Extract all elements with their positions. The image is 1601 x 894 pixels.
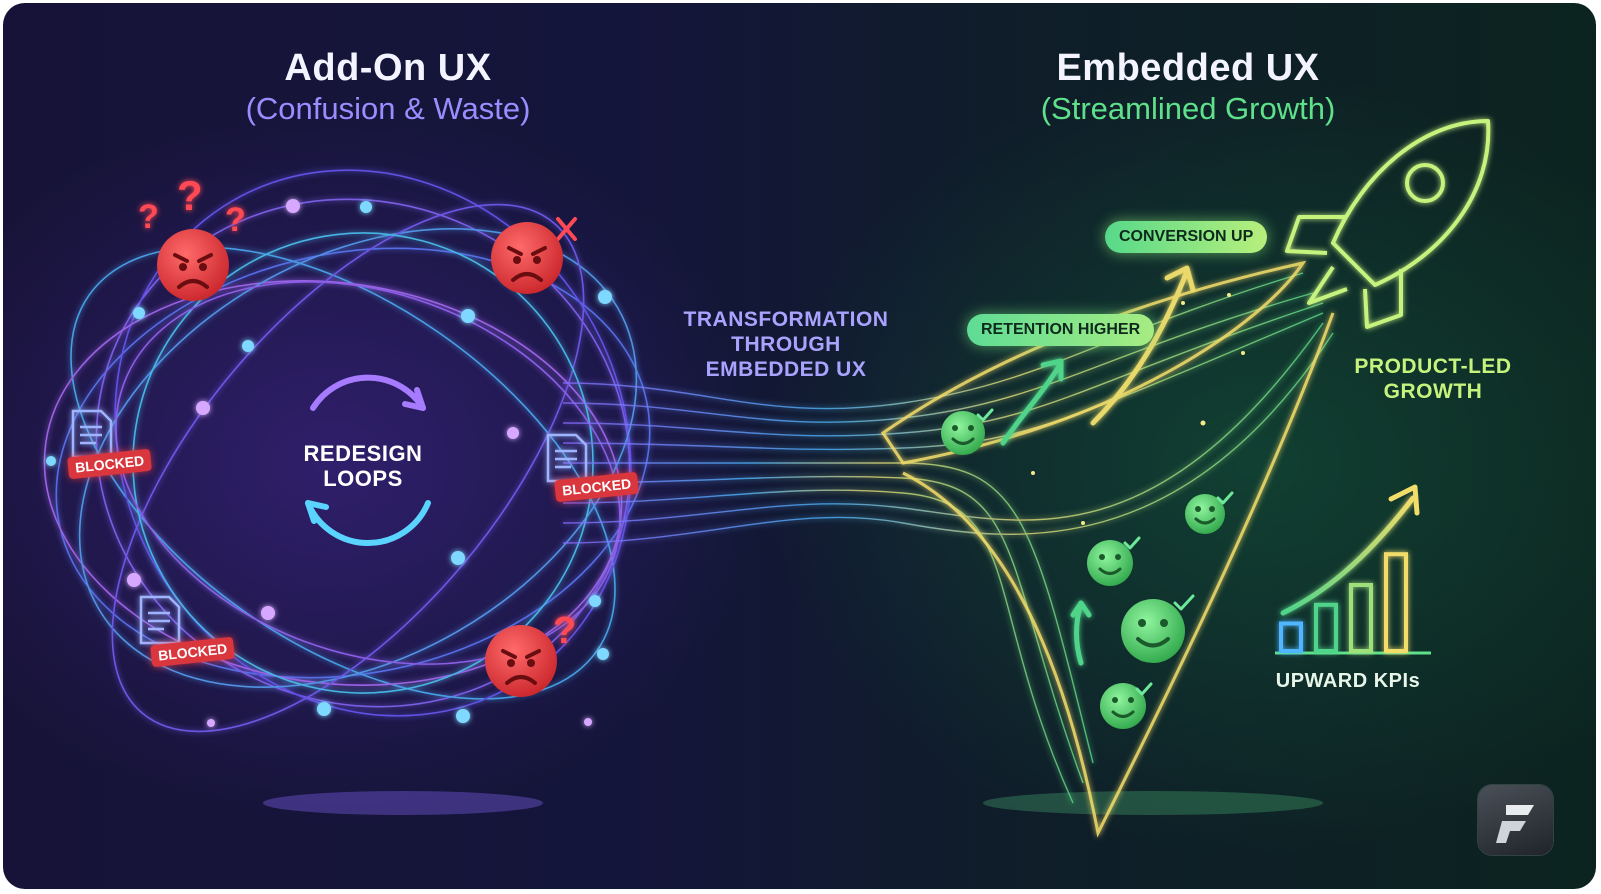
growth-funnel [880, 260, 1335, 838]
question-mark-icon: ? [138, 198, 159, 236]
bar-chart-icon [1275, 484, 1431, 655]
smiley-face-icon [1185, 494, 1225, 534]
network-illustration: ? ? ? ? [43, 119, 1491, 838]
check-icon [1123, 536, 1141, 550]
check-icon [1135, 682, 1153, 696]
document-icon [71, 409, 113, 459]
diagram-canvas: ? ? ? ? [3, 3, 1596, 889]
redesign-loops-label: REDESIGN LOOPS [293, 441, 433, 491]
product-led-line-2: GROWTH [1383, 380, 1483, 403]
left-title: Add-On UX [284, 47, 492, 89]
smiley-face-icon [1121, 599, 1185, 663]
product-led-line-1: PRODUCT-LED [1354, 355, 1512, 378]
left-subtitle: (Confusion & Waste) [245, 91, 531, 126]
up-arrow-icon [1000, 358, 1064, 446]
check-icon [1173, 594, 1195, 611]
kpi-bar [1314, 602, 1338, 653]
upward-kpis-label: UPWARD KPIs [1275, 670, 1421, 692]
question-mark-icon: ? [225, 201, 246, 239]
angry-face-icon [157, 229, 229, 301]
smiley-face-icon [1100, 683, 1146, 729]
smiley-face-icon [941, 411, 985, 455]
question-mark-icon: ? [177, 172, 203, 219]
transformation-line-2: THROUGH [731, 333, 841, 356]
right-subtitle: (Streamlined Growth) [1040, 91, 1336, 126]
up-arrow-icon [1070, 600, 1092, 666]
logo-icon [1478, 785, 1553, 855]
cycle-arrows-icon [305, 374, 431, 546]
transformation-label: TRANSFORMATION THROUGH EMBEDDED UX [671, 307, 901, 382]
document-icon [139, 595, 181, 645]
rocket-icon [1285, 119, 1491, 329]
angry-face-icon [485, 625, 557, 697]
check-icon [976, 408, 994, 422]
kpi-bar [1384, 552, 1408, 654]
network-nodes [46, 199, 612, 727]
document-icon [546, 433, 588, 483]
retention-higher-pill: RETENTION HIGHER [967, 314, 1155, 346]
angry-face-icon [491, 222, 563, 294]
right-title: Embedded UX [1056, 47, 1320, 89]
check-icon [1216, 491, 1234, 505]
sparkles [1031, 293, 1245, 525]
transformation-line-3: EMBEDDED UX [705, 358, 867, 381]
redesign-loops-line-2: LOOPS [323, 466, 403, 491]
smiley-face-icon [1087, 540, 1133, 586]
up-arrow-icon [1090, 265, 1196, 426]
kpi-bar [1279, 621, 1303, 653]
kpi-bar [1349, 583, 1373, 653]
question-mark-icon: ? [553, 610, 576, 652]
transformation-line-1: TRANSFORMATION [683, 308, 889, 331]
product-led-growth-label: PRODUCT-LED GROWTH [1343, 354, 1523, 404]
x-mark-icon [556, 217, 577, 241]
conversion-up-pill: CONVERSION UP [1105, 221, 1268, 253]
redesign-loops-line-1: REDESIGN [303, 441, 423, 466]
